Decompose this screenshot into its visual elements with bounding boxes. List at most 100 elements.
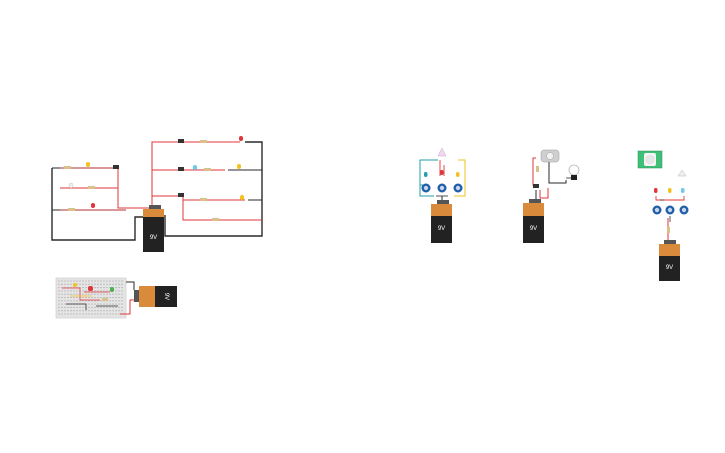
- led-yellow[interactable]: [237, 164, 241, 169]
- led-red[interactable]: [91, 203, 95, 208]
- breadboard-hole: [82, 287, 84, 289]
- battery-9v[interactable]: 9V: [134, 286, 177, 307]
- dc-motor[interactable]: [540, 149, 560, 163]
- potentiometer-circuit[interactable]: 9V: [419, 147, 466, 243]
- battery-9v[interactable]: 9V: [143, 205, 164, 252]
- breadboard-hole: [94, 310, 96, 312]
- led-red[interactable]: [440, 170, 444, 175]
- led-yellow[interactable]: [240, 195, 244, 200]
- led-yellow[interactable]: [73, 283, 77, 287]
- light-bulb[interactable]: [568, 164, 580, 180]
- resistor[interactable]: [64, 166, 71, 169]
- breadboard-hole: [64, 313, 66, 315]
- breadboard-hole: [73, 290, 75, 292]
- breadboard-hole: [88, 310, 90, 312]
- breadboard-hole: [88, 293, 90, 295]
- pir-sensor-circuit[interactable]: 9V: [637, 150, 689, 281]
- resistor[interactable]: [212, 218, 219, 221]
- wire-yellow[interactable]: [454, 159, 466, 197]
- resistor[interactable]: [536, 166, 539, 172]
- breadboard-hole: [115, 313, 117, 315]
- motor-lamp-circuit[interactable]: 9V: [523, 149, 580, 243]
- breadboard-hole: [100, 300, 102, 302]
- wire-black[interactable]: [66, 303, 87, 310]
- led-red[interactable]: [239, 136, 243, 141]
- resistor[interactable]: [204, 168, 211, 171]
- led-blue[interactable]: [193, 165, 197, 170]
- wire-black[interactable]: [164, 141, 263, 237]
- breadboard-hole: [58, 310, 60, 312]
- pir-sensor[interactable]: [637, 150, 663, 169]
- wire-red[interactable]: [117, 168, 152, 209]
- resistor[interactable]: [68, 208, 75, 211]
- wire-red[interactable]: [532, 157, 536, 186]
- potentiometer[interactable]: [665, 205, 675, 215]
- breadboard-hole: [82, 310, 84, 312]
- led-green[interactable]: [110, 287, 114, 292]
- parallel-led-circuit[interactable]: 9V: [51, 136, 263, 252]
- breadboard-hole: [103, 290, 105, 292]
- breadboard-hole: [97, 306, 99, 308]
- breadboard-hole: [112, 280, 114, 282]
- breadboard-hole: [121, 306, 123, 308]
- breadboard-hole: [82, 297, 84, 298]
- potentiometer[interactable]: [437, 183, 447, 193]
- rgb-led[interactable]: [437, 147, 447, 157]
- breadboard-hole: [58, 306, 60, 308]
- breadboard-hole: [100, 310, 102, 312]
- wire-black[interactable]: [126, 281, 135, 290]
- wire-red[interactable]: [120, 299, 134, 315]
- breadboard-hole: [118, 310, 120, 312]
- breadboard-hole: [85, 283, 87, 285]
- breadboard-hole: [79, 310, 81, 312]
- resistor[interactable]: [200, 198, 207, 201]
- led-blue[interactable]: [681, 188, 685, 193]
- switch[interactable]: [533, 184, 539, 188]
- resistor[interactable]: [200, 140, 207, 143]
- breadboard-hole: [118, 293, 120, 295]
- battery-9v[interactable]: 9V: [523, 199, 544, 243]
- switch[interactable]: [178, 167, 184, 171]
- breadboard-hole: [70, 313, 72, 315]
- wire-red[interactable]: [539, 188, 549, 199]
- led-red[interactable]: [88, 286, 93, 291]
- wire-red[interactable]: [151, 141, 178, 208]
- switch[interactable]: [178, 193, 184, 197]
- potentiometer[interactable]: [421, 183, 431, 193]
- switch[interactable]: [178, 139, 184, 143]
- wire-teal[interactable]: [419, 185, 434, 197]
- potentiometer[interactable]: [679, 205, 689, 215]
- breadboard-hole: [91, 283, 93, 285]
- breadboard-hole: [100, 280, 102, 282]
- battery-9v[interactable]: 9V: [431, 200, 452, 243]
- breadboard-hole: [91, 280, 93, 282]
- led-yellow[interactable]: [668, 188, 672, 193]
- breadboard-hole: [58, 303, 60, 305]
- led-white[interactable]: [68, 182, 74, 189]
- wire-teal[interactable]: [419, 159, 438, 186]
- switch[interactable]: [113, 165, 119, 169]
- rgb-led[interactable]: [677, 169, 687, 177]
- wire-red[interactable]: [182, 196, 262, 221]
- wire-red[interactable]: [655, 196, 685, 201]
- potentiometer[interactable]: [453, 183, 463, 193]
- wire-red[interactable]: [439, 160, 445, 176]
- resistor[interactable]: [667, 227, 670, 233]
- breadboard-hole: [82, 306, 84, 308]
- wire-black[interactable]: [51, 168, 148, 241]
- wire-black[interactable]: [548, 160, 567, 184]
- led-blue[interactable]: [424, 172, 428, 177]
- breadboard-circuit[interactable]: 9V: [55, 277, 177, 319]
- breadboard-hole: [61, 303, 63, 305]
- resistor[interactable]: [88, 186, 95, 189]
- wire-red[interactable]: [62, 287, 100, 301]
- resistor[interactable]: [102, 298, 108, 301]
- led-yellow[interactable]: [86, 162, 90, 167]
- breadboard-hole: [88, 300, 90, 302]
- led-yellow[interactable]: [456, 172, 460, 177]
- breadboard-hole: [109, 287, 111, 289]
- led-red[interactable]: [654, 188, 658, 193]
- battery-9v[interactable]: 9V: [659, 240, 680, 281]
- potentiometer[interactable]: [652, 205, 662, 215]
